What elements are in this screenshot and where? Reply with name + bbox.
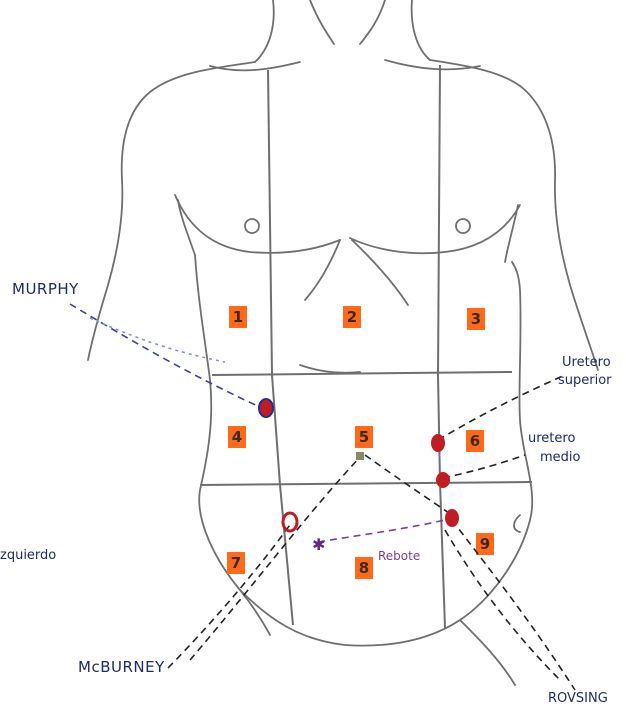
- grid-horizontal-lower: [200, 482, 532, 485]
- ureter-medio-label-2: medio: [540, 450, 581, 465]
- region-marker-1: 1: [229, 306, 247, 328]
- grid-vertical-left-low: [280, 485, 293, 625]
- murphy-point: [259, 399, 273, 417]
- umbilicus-mark: [356, 452, 364, 460]
- rovsing-label: ROVSING: [548, 691, 608, 706]
- svg-text:5: 5: [359, 428, 369, 446]
- region-marker-4: 4: [228, 426, 246, 448]
- grid-vertical-right-low: [440, 482, 445, 628]
- ureter-medio-leader: [443, 455, 525, 478]
- pectoral-right: [350, 205, 520, 253]
- rebote-leader-line: [318, 520, 445, 542]
- region-marker-3: 3: [467, 308, 485, 330]
- rovsing-leader-line: [452, 520, 575, 690]
- ureter-superior-label-2: superior: [558, 373, 612, 388]
- neck-left: [255, 0, 274, 62]
- armpit-right: [505, 205, 518, 262]
- mcburney-label: McBURNEY: [78, 658, 165, 676]
- armpit-left: [178, 200, 195, 255]
- mcburney-leader-line: [168, 522, 292, 668]
- hip-mark: [514, 515, 520, 532]
- grid-vertical-left-mid: [272, 375, 280, 485]
- svg-text:8: 8: [359, 559, 369, 577]
- region-marker-9: 9: [476, 533, 494, 555]
- rib-lower: [300, 365, 360, 373]
- grid-horizontal-upper: [212, 372, 512, 375]
- neck-right: [412, 0, 430, 60]
- region-markers: 1 2 3 4 5 6 7 8: [227, 306, 494, 579]
- neck-muscle-left: [310, 0, 334, 44]
- svg-text:9: 9: [480, 535, 490, 553]
- grid-vertical-right-upper: [438, 65, 440, 375]
- grid-vertical-left-upper: [268, 70, 272, 375]
- region-marker-2: 2: [343, 306, 361, 328]
- nipple-right-icon: [456, 219, 470, 233]
- svg-text:6: 6: [470, 432, 480, 450]
- rovsing-leader-line-2: [445, 530, 560, 680]
- region-marker-8: 8: [355, 557, 373, 579]
- ureter-medio-label-1: uretero: [528, 431, 575, 446]
- ureter-superior-label-1: Uretero: [562, 355, 611, 370]
- region-marker-7: 7: [227, 552, 245, 574]
- neck-muscle-right: [360, 0, 385, 44]
- left-edge-label: zquierdo: [0, 548, 56, 563]
- ureter-superior-point: [431, 434, 445, 452]
- grid-vertical-right-mid: [438, 375, 440, 482]
- clinical-points: ✱: [259, 399, 459, 554]
- pectoral-left: [175, 195, 340, 253]
- svg-text:3: 3: [471, 310, 481, 328]
- leader-lines: [70, 304, 575, 690]
- region-marker-6: 6: [466, 430, 484, 452]
- svg-text:7: 7: [231, 554, 241, 572]
- mcburney-point: [283, 513, 297, 531]
- rebote-mark-icon: ✱: [312, 535, 325, 554]
- inguinal-right: [460, 620, 515, 685]
- svg-text:1: 1: [233, 308, 243, 326]
- svg-text:2: 2: [347, 308, 357, 326]
- nipple-left-icon: [245, 219, 259, 233]
- rebote-label: Rebote: [378, 549, 420, 563]
- region-marker-5: 5: [355, 426, 373, 448]
- rovsing-point: [445, 509, 459, 527]
- torso-outline: [88, 0, 598, 685]
- ureter-medio-point: [436, 472, 450, 488]
- clavicle-right: [385, 60, 480, 69]
- svg-text:4: 4: [232, 428, 242, 446]
- rib-right: [352, 240, 408, 305]
- murphy-label: MURPHY: [12, 280, 79, 298]
